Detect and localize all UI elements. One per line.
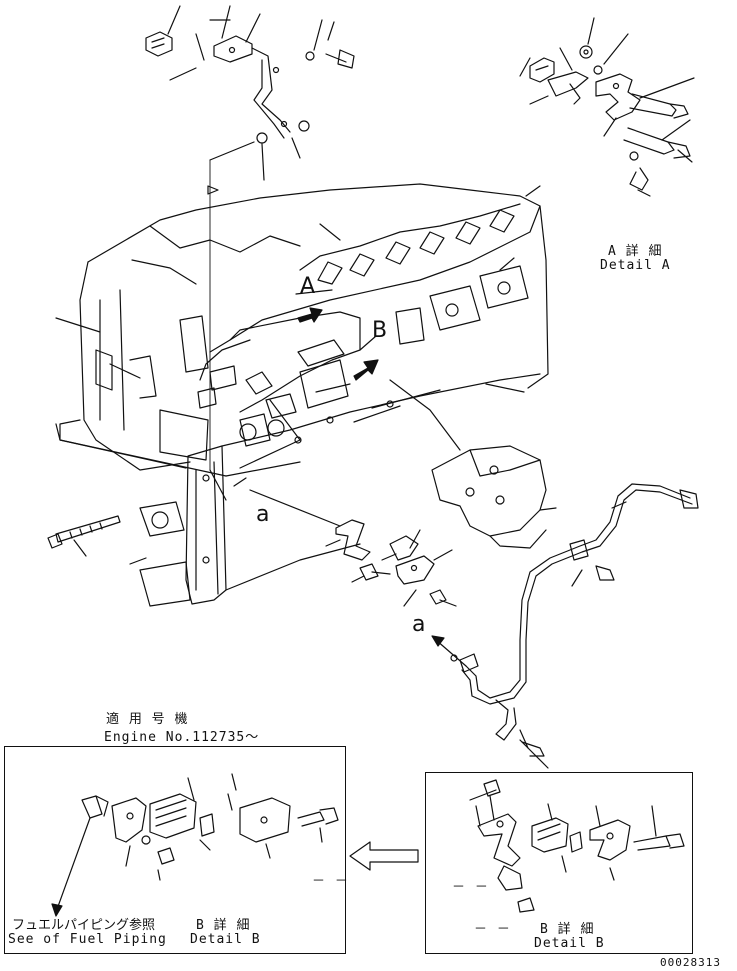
left-box-parts xyxy=(51,773,339,917)
right-detail-b-en: Detail B xyxy=(534,936,605,951)
detail-a-title-jp: A 詳 細 xyxy=(608,244,663,259)
engine-leaders xyxy=(55,185,541,565)
top-bracket-group xyxy=(145,5,355,181)
left-detail-b-jp: B 詳 細 xyxy=(196,918,251,933)
drawing-number: 00028313 xyxy=(660,956,721,969)
right-box-dash-1: － － xyxy=(452,880,489,895)
long-bolt xyxy=(47,515,121,549)
view-arrow-a xyxy=(431,635,467,667)
left-detail-box xyxy=(4,746,346,954)
view-letter-a-main: a xyxy=(256,502,270,527)
right-box-dash-2: － － xyxy=(474,922,511,937)
callout-letter-b: B xyxy=(372,318,388,343)
box-transfer-arrow xyxy=(349,841,419,871)
left-detail-b-en: Detail B xyxy=(190,932,261,947)
fuel-pipe xyxy=(389,379,699,769)
applicable-engine-en: Engine No.112735～ xyxy=(104,730,260,745)
lower-bracket-group xyxy=(249,489,457,607)
right-box-parts xyxy=(469,779,685,913)
left-box-dash: － － xyxy=(312,874,349,889)
detail-a-title-en: Detail A xyxy=(600,258,671,273)
fuel-piping-ref-en: See of Fuel Piping xyxy=(8,932,167,947)
applicable-engine-jp: 適 用 号 機 xyxy=(106,712,189,727)
engine-block xyxy=(55,183,549,607)
callout-arrows xyxy=(295,289,379,381)
callout-letter-a: A xyxy=(300,274,316,299)
right-detail-b-jp: B 詳 細 xyxy=(540,922,595,937)
fuel-filter xyxy=(431,445,557,549)
view-letter-a-arrow: a xyxy=(412,612,426,637)
fuel-piping-ref-jp: フュエルパイピング参照 xyxy=(12,918,156,933)
right-detail-box xyxy=(425,772,693,954)
detail-a-parts xyxy=(519,17,695,197)
